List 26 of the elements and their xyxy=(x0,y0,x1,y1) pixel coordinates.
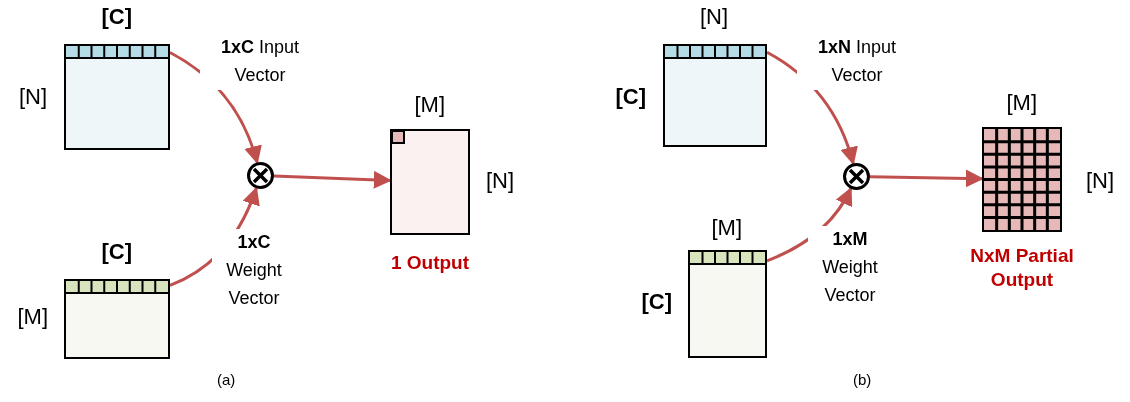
dimension-label: [N] xyxy=(700,6,729,28)
dimension-label: [N] xyxy=(486,170,515,192)
arrow xyxy=(869,169,984,188)
matrix-box xyxy=(64,279,170,359)
output-matrix-grid xyxy=(982,127,1062,232)
arrow xyxy=(273,170,392,189)
matrix-box xyxy=(663,44,767,147)
dimension-label: [N] xyxy=(19,86,48,108)
output-matrix-box xyxy=(390,129,470,235)
multiply-symbol xyxy=(247,162,274,189)
dimension-label: [N] xyxy=(1086,170,1115,192)
dimension-label: [C] xyxy=(615,86,647,108)
dimension-label: [C] xyxy=(641,291,673,313)
dimension-label: [C] xyxy=(101,6,133,28)
matrix-box xyxy=(688,250,767,358)
dimension-label: [M] xyxy=(1006,92,1038,114)
dimension-label: [M] xyxy=(711,217,743,239)
panel-label: (a) xyxy=(217,372,236,387)
dimension-label: [M] xyxy=(17,306,49,328)
panel-label: (b) xyxy=(853,372,872,387)
multiply-symbol xyxy=(843,163,870,190)
dimension-label: [C] xyxy=(101,241,133,263)
matrix-box xyxy=(64,44,170,150)
output-caption: 1 Output xyxy=(389,251,471,275)
dimension-label: [M] xyxy=(414,94,446,116)
output-caption: NxM Partial Output xyxy=(969,244,1075,292)
